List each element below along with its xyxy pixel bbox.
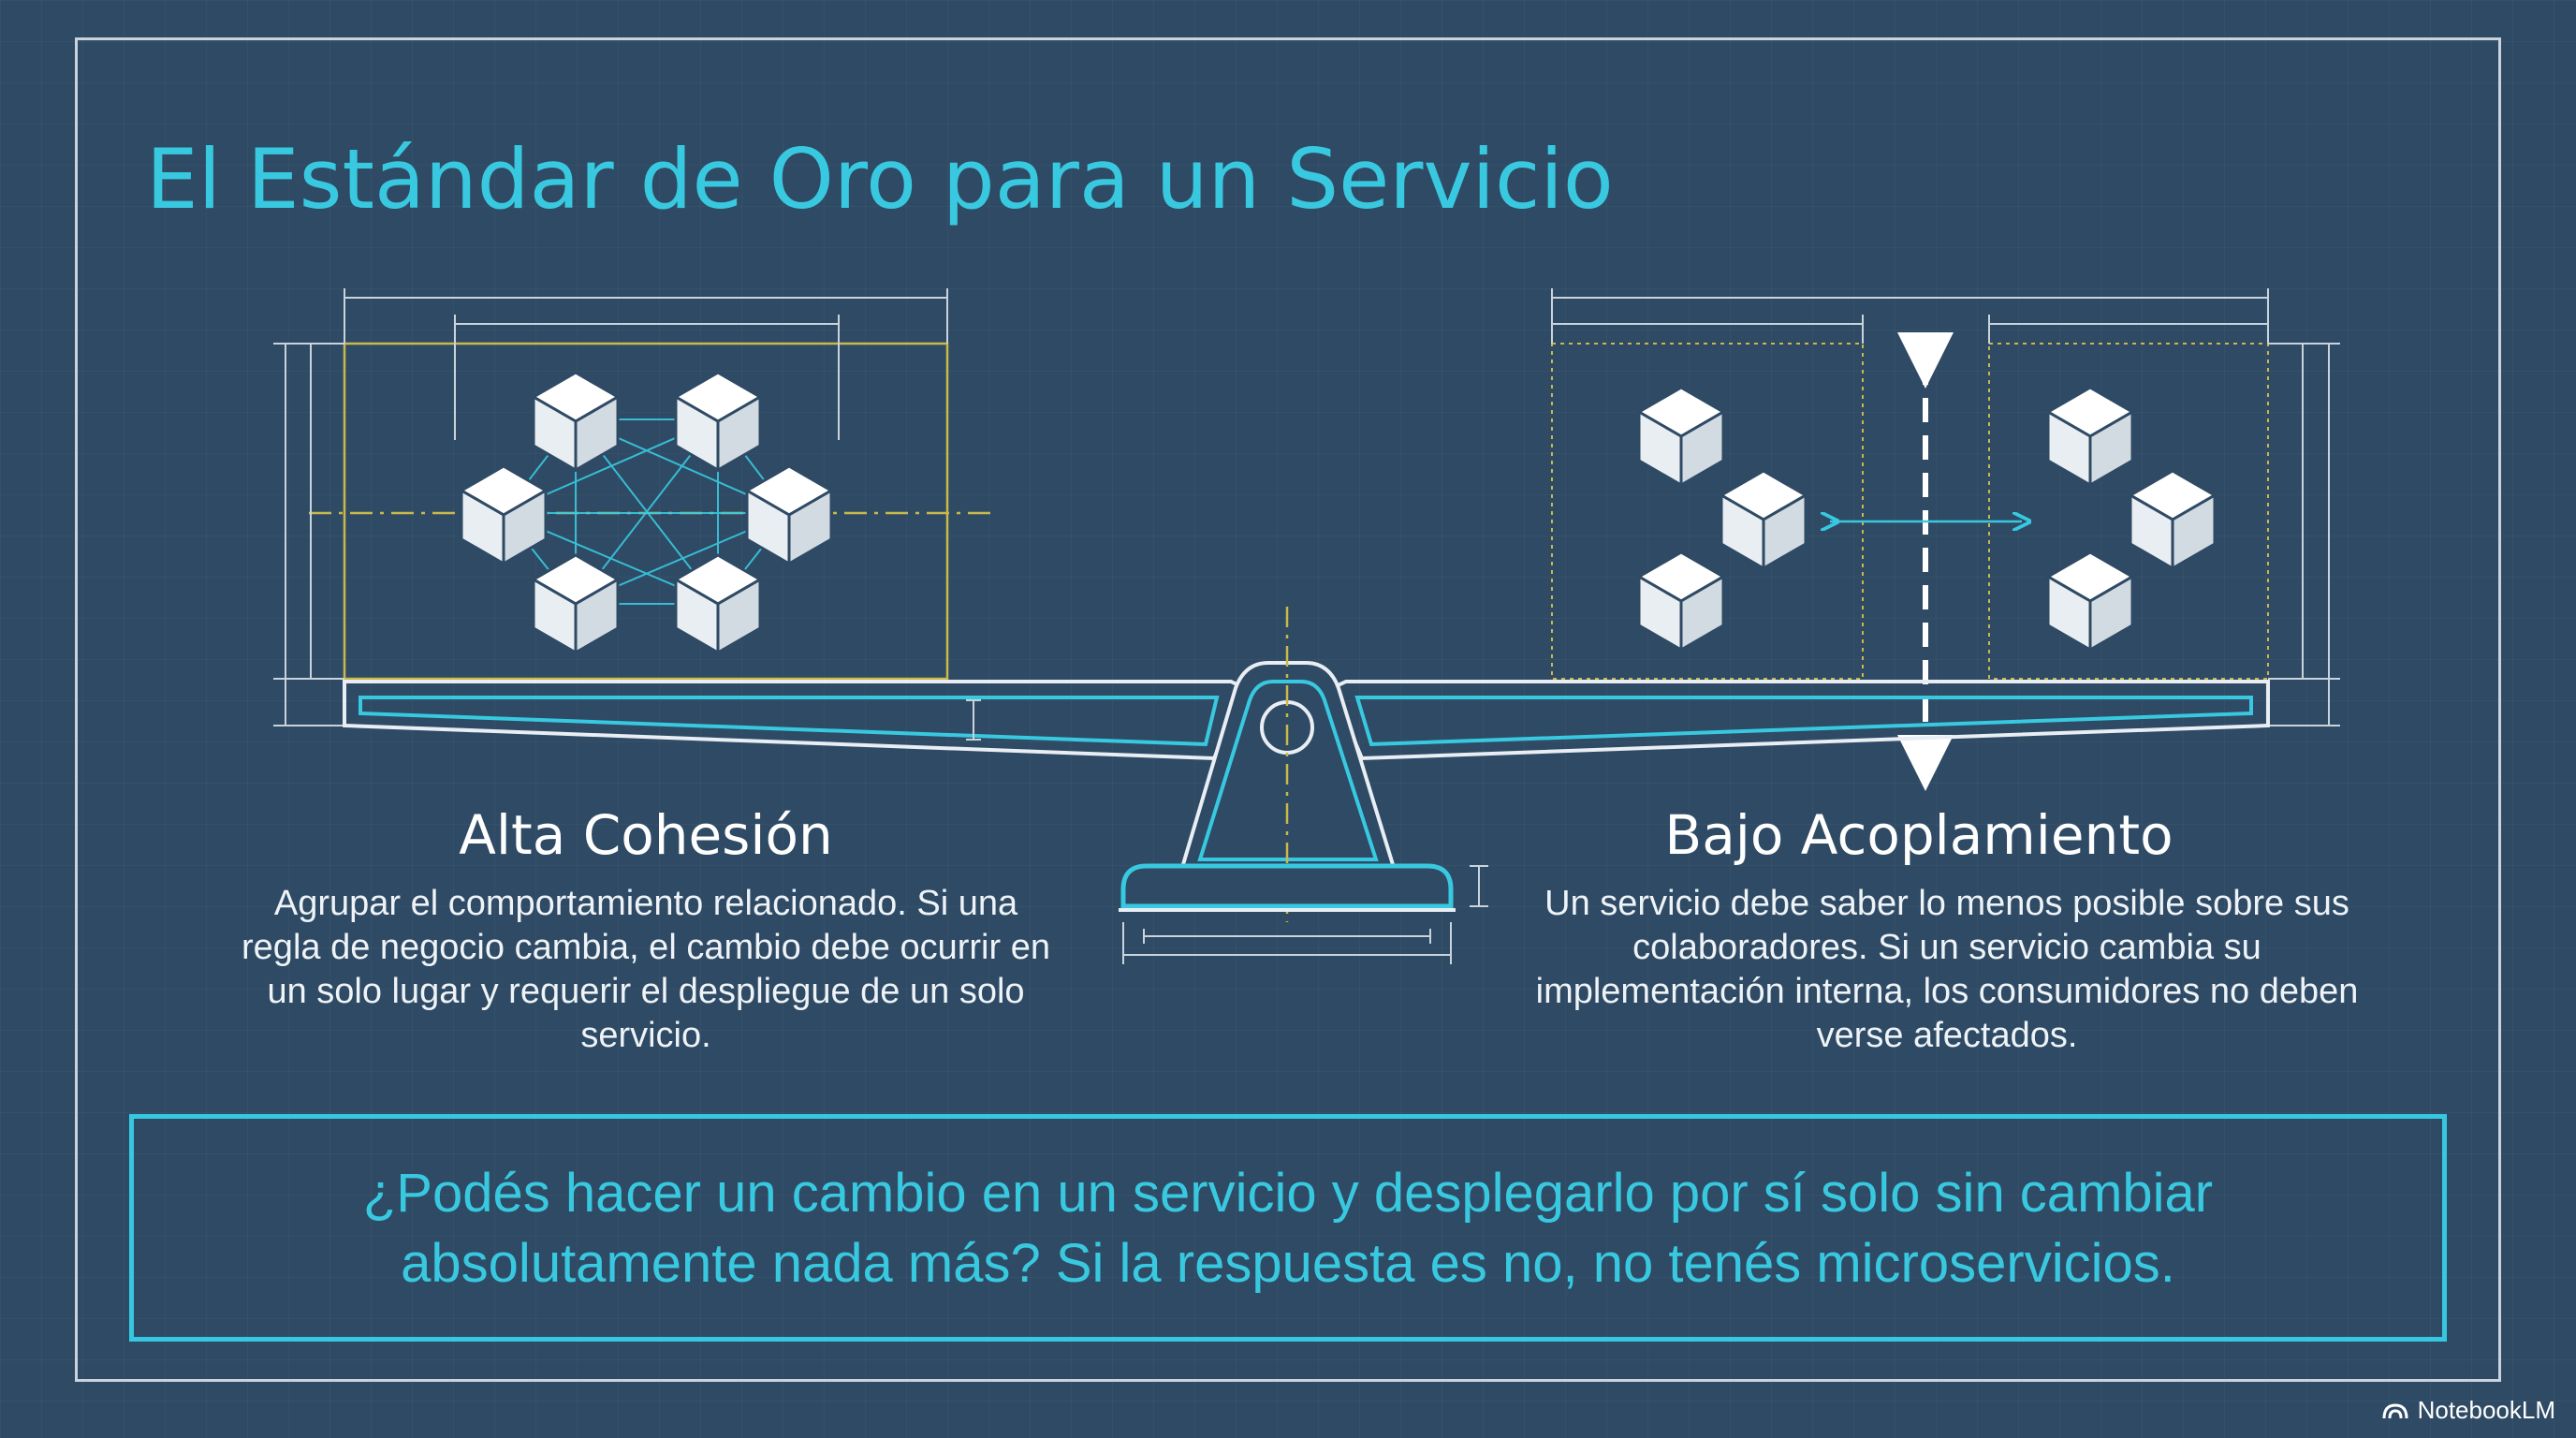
slide-frame bbox=[75, 37, 2501, 1382]
cube-icon bbox=[674, 371, 762, 472]
cube-icon bbox=[1637, 550, 1725, 652]
balance-scale bbox=[343, 607, 2270, 964]
cube-icon bbox=[745, 464, 833, 565]
cube-icon bbox=[1720, 469, 1808, 570]
brand-label: NotebookLM bbox=[2417, 1396, 2555, 1424]
cohesion-heading: Alta Cohesión bbox=[459, 803, 833, 867]
cube-icon bbox=[1637, 386, 1725, 487]
key-question-callout: ¿Podés hacer un cambio en un servicio y … bbox=[129, 1114, 2447, 1342]
coupling-cluster bbox=[1551, 288, 2340, 791]
cohesion-cluster bbox=[273, 288, 997, 726]
cube-icon bbox=[2046, 550, 2134, 652]
cube-icon bbox=[2046, 386, 2134, 487]
cube-icon bbox=[532, 553, 620, 654]
cube-icon bbox=[674, 553, 762, 654]
cube-icon bbox=[532, 371, 620, 472]
coupling-heading: Bajo Acoplamiento bbox=[1664, 803, 2174, 867]
notebooklm-brand: NotebookLM bbox=[2382, 1396, 2555, 1425]
key-question-text: ¿Podés hacer un cambio en un servicio y … bbox=[362, 1162, 2214, 1294]
notebooklm-logo-icon bbox=[2382, 1402, 2408, 1418]
cohesion-description: Agrupar el comportamiento relacionado. S… bbox=[242, 884, 1050, 1055]
slide-title: El Estándar de Oro para un Servicio bbox=[146, 131, 1614, 227]
cube-icon bbox=[2129, 469, 2217, 570]
coupling-description: Un servicio debe saber lo menos posible … bbox=[1535, 884, 2359, 1055]
